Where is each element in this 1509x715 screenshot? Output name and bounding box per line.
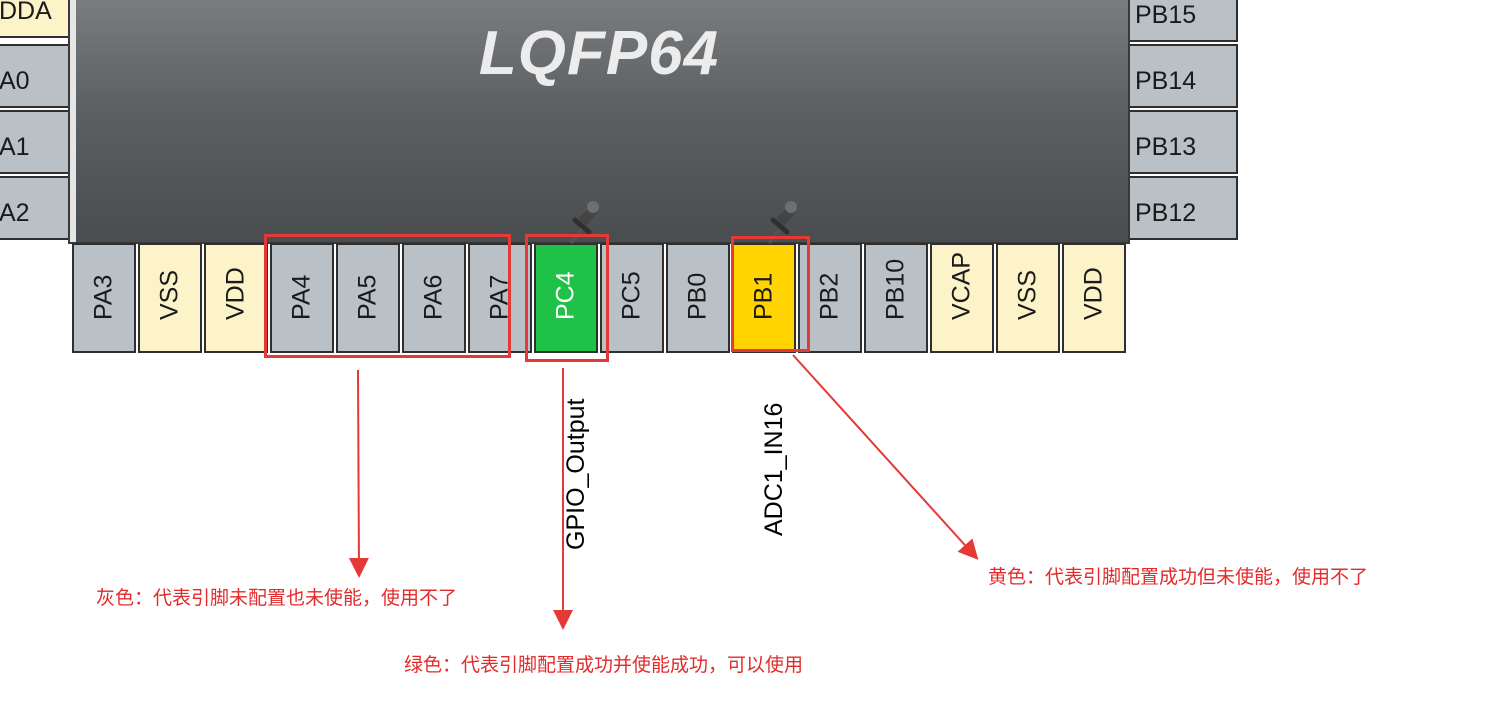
pin-pc4[interactable]: PC4: [534, 243, 598, 353]
pin-label: A1: [0, 133, 30, 161]
pin-label: VSS: [1013, 269, 1042, 320]
highlight-box-yellow-pin: [731, 236, 810, 352]
pin-pb12[interactable]: PB12: [1128, 176, 1238, 240]
pin-vss[interactable]: VSS: [996, 243, 1060, 353]
pin-pb10[interactable]: PB10: [864, 243, 928, 353]
pin-vdd[interactable]: VDD: [204, 243, 268, 353]
pin-pb14[interactable]: PB14: [1128, 44, 1238, 108]
pin-label: PB13: [1135, 133, 1197, 161]
pin-label: PB14: [1135, 67, 1197, 95]
note-green: 绿色：代表引脚配置成功并使能成功，可以使用: [404, 655, 804, 676]
signal-label-pc4: GPIO_Output: [562, 398, 590, 550]
chip-title: LQFP64: [478, 19, 720, 88]
pin-label: PB2: [815, 272, 844, 320]
note-yellow: 黄色：代表引脚配置成功但未使能，使用不了: [988, 567, 1369, 588]
pin-label: PA3: [89, 274, 118, 320]
pin-pa4[interactable]: PA4: [270, 243, 334, 353]
highlight-box-gray-pins: [264, 234, 511, 358]
chip-body: LQFP64: [68, 0, 1130, 244]
pin-label: VSS: [155, 269, 184, 320]
note-gray: 灰色：代表引脚未配置也未使能，使用不了: [96, 588, 458, 609]
pin-pb13[interactable]: PB13: [1128, 110, 1238, 174]
highlight-box-green-pin: [525, 234, 609, 362]
pin-pa1[interactable]: A1: [0, 110, 70, 174]
pin-pb0[interactable]: PB0: [666, 243, 730, 353]
pin-vdda[interactable]: DDA: [0, 0, 70, 38]
pin-vdd[interactable]: VDD: [1062, 243, 1126, 353]
pin-label: A2: [0, 199, 30, 227]
pin-pb1[interactable]: PB1: [732, 243, 796, 353]
pin-label: DDA: [0, 0, 52, 25]
pin-vcap[interactable]: VCAP: [930, 243, 994, 353]
pin-label: PC5: [617, 271, 646, 320]
pin-label: PB0: [683, 272, 712, 320]
pin-pa6[interactable]: PA6: [402, 243, 466, 353]
pin-label: VDD: [1079, 267, 1108, 320]
pin-pa2[interactable]: A2: [0, 176, 70, 240]
pin-pa3[interactable]: PA3: [72, 243, 136, 353]
pin-vss[interactable]: VSS: [138, 243, 202, 353]
pin-label: PB12: [1135, 199, 1197, 227]
pin-pa5[interactable]: PA5: [336, 243, 400, 353]
pin-pa0[interactable]: A0: [0, 44, 70, 108]
pin-pb15[interactable]: PB15: [1128, 0, 1238, 42]
pin-label: PB10: [881, 258, 910, 320]
pin-label: VDD: [221, 267, 250, 320]
pin-pc5[interactable]: PC5: [600, 243, 664, 353]
pin-label: PB15: [1135, 1, 1197, 29]
pin-pa7[interactable]: PA7: [468, 243, 532, 353]
arrow-yellow: [792, 354, 979, 560]
pin-label: VCAP: [947, 251, 976, 320]
arrow-gray: [348, 369, 369, 578]
pin-label: A0: [0, 67, 30, 95]
pushpin-icon: [768, 201, 797, 244]
signal-label-pb1: ADC1_IN16: [760, 402, 788, 536]
